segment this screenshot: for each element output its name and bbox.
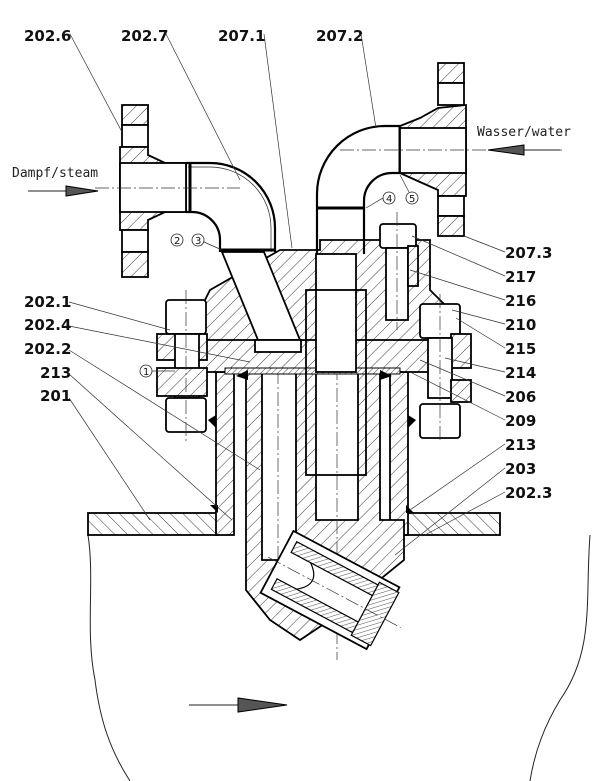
weld-marker-3: 3 (191, 233, 223, 251)
svg-text:215: 215 (505, 340, 536, 358)
svg-text:202.2: 202.2 (24, 340, 71, 358)
svg-text:202.7: 202.7 (121, 27, 168, 45)
svg-text:202.1: 202.1 (24, 293, 71, 311)
weld-marker-1: 1 (139, 364, 175, 378)
water-inlet (315, 62, 562, 254)
label-206: 206 (419, 359, 536, 406)
flow-arrow-bottom (189, 697, 288, 713)
label-201: 201 (40, 387, 151, 521)
vessel-contour (87, 534, 591, 781)
steam-label: Dampf/steam (12, 166, 98, 181)
svg-text:207.2: 207.2 (316, 27, 363, 45)
svg-text:4: 4 (386, 194, 392, 205)
base-plate (87, 512, 501, 536)
svg-text:213: 213 (40, 364, 71, 382)
water-arrow (487, 144, 560, 156)
label-202-1: 202.1 (24, 293, 171, 331)
bolt-top (379, 212, 419, 330)
welds (208, 370, 416, 513)
label-213-left: 213 (40, 364, 233, 521)
label-216: 216 (409, 269, 536, 310)
weld-marker-5: 5 (399, 174, 419, 205)
svg-text:5: 5 (409, 194, 415, 205)
label-207-3: 207.3 (463, 235, 552, 262)
bolt-right (419, 294, 472, 442)
label-214: 214 (444, 357, 536, 382)
steam-arrow (28, 185, 99, 197)
svg-text:209: 209 (505, 412, 536, 430)
label-202-2: 202.2 (24, 340, 261, 471)
svg-text:202.4: 202.4 (24, 316, 71, 334)
label-215: 215 (455, 317, 536, 358)
label-213-right: 213 (409, 436, 536, 511)
label-207-1: 207.1 (218, 27, 293, 249)
label-209: 209 (409, 371, 536, 430)
svg-text:214: 214 (505, 364, 536, 382)
label-202-3: 202.3 (424, 484, 552, 536)
svg-text:1: 1 (143, 367, 149, 378)
svg-text:202.3: 202.3 (505, 484, 552, 502)
label-203: 203 (394, 460, 536, 556)
weld-marker-4: 4 (365, 191, 396, 209)
svg-text:217: 217 (505, 268, 536, 286)
svg-text:213: 213 (505, 436, 536, 454)
svg-text:202.6: 202.6 (24, 27, 71, 45)
svg-text:206: 206 (505, 388, 536, 406)
svg-text:201: 201 (40, 387, 71, 405)
valve-insert (259, 529, 401, 651)
svg-text:2: 2 (174, 236, 180, 247)
weld-marker-2: 2 (170, 233, 184, 247)
label-210: 210 (451, 309, 536, 334)
label-217: 217 (411, 235, 536, 286)
svg-text:216: 216 (505, 292, 536, 310)
svg-text:210: 210 (505, 316, 536, 334)
label-202-4: 202.4 (24, 316, 251, 363)
svg-text:3: 3 (195, 236, 201, 247)
label-202-6: 202.6 (24, 27, 123, 133)
svg-text:207.1: 207.1 (218, 27, 265, 45)
svg-text:203: 203 (505, 460, 536, 478)
bolt-left (156, 290, 208, 442)
label-207-2: 207.2 (316, 27, 377, 129)
water-label: Wasser/water (477, 125, 571, 140)
steam-inlet (95, 104, 277, 278)
svg-text:207.3: 207.3 (505, 244, 552, 262)
label-202-7: 202.7 (121, 27, 241, 181)
